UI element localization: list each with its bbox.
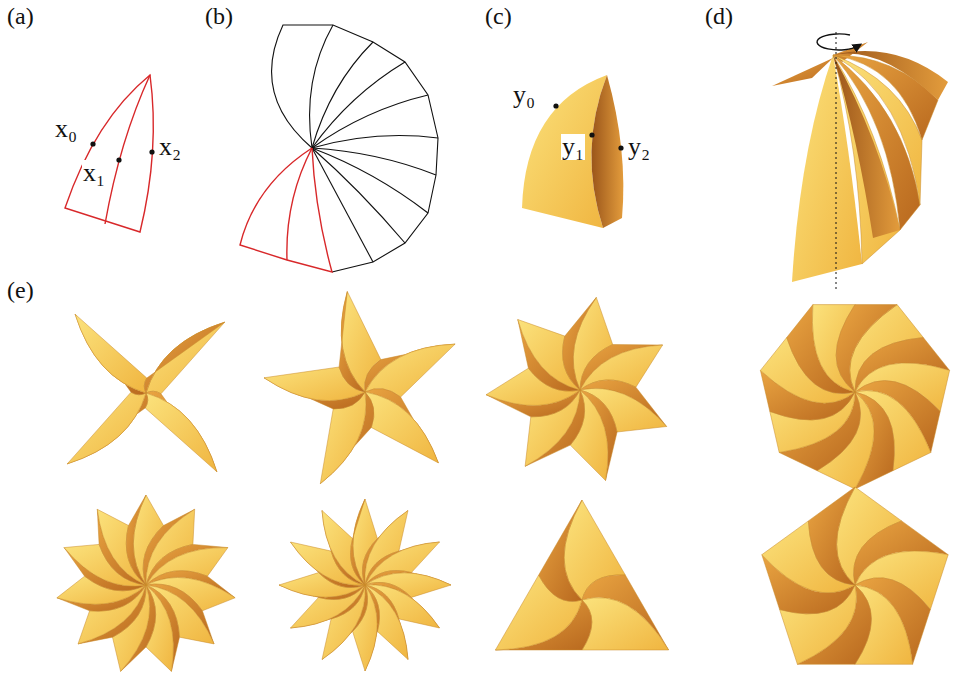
fan-curve: [312, 42, 373, 148]
folded-face: [582, 598, 669, 650]
fan-outline: [272, 25, 438, 272]
folded-face: [146, 391, 217, 472]
point-dot: [618, 145, 623, 150]
folded-face: [365, 392, 438, 463]
panel-label: (c): [484, 4, 513, 28]
fan-curve: [312, 148, 436, 175]
fan-pattern: [272, 25, 438, 272]
point-label: y₂: [627, 134, 651, 160]
fan-curve: [312, 148, 405, 243]
point-label: x₁: [82, 160, 106, 186]
point-label: x₂: [158, 134, 182, 160]
crease-pattern: [65, 75, 153, 232]
folded-face: [539, 500, 582, 601]
rotated-assembly: [772, 32, 948, 292]
crease-outline: [65, 75, 153, 232]
point-dot: [116, 157, 121, 162]
crease-pattern: [240, 148, 332, 272]
folded-gallery: [57, 292, 950, 672]
panel-label: (b): [204, 4, 234, 28]
folded-face: [67, 393, 148, 464]
point-dot: [553, 103, 558, 108]
folded-face: [836, 305, 897, 392]
folded-face: [833, 51, 948, 100]
folded-face: [339, 292, 365, 393]
folded-face: [808, 487, 855, 585]
panel-label: (a): [6, 4, 35, 28]
rotation-arrow: [817, 34, 858, 50]
folded-piece: [522, 75, 624, 228]
fan-curve: [312, 136, 438, 148]
folded-face: [75, 314, 146, 395]
point-label: y₀: [512, 82, 536, 108]
crease-curve: [287, 148, 312, 260]
panel-label: (d): [704, 4, 734, 28]
fan-curve: [312, 148, 373, 262]
fan-curve: [310, 25, 333, 148]
point-dot: [589, 132, 594, 137]
folded-face: [563, 297, 597, 390]
point-label: y₁: [561, 134, 585, 160]
crease-outline: [240, 148, 332, 272]
panel-label: (e): [6, 278, 35, 302]
folded-face: [365, 389, 438, 463]
point-dot: [90, 141, 95, 146]
folded-face: [591, 75, 623, 228]
folded-face: [772, 58, 833, 86]
folded-face: [351, 499, 365, 585]
crease-curve: [105, 75, 150, 224]
folded-face: [126, 495, 146, 585]
folded-face: [67, 392, 146, 464]
point-label: x₀: [54, 116, 78, 142]
folded-face: [75, 314, 147, 393]
folded-face: [582, 575, 669, 650]
point-dot: [149, 149, 154, 154]
folded-face: [144, 322, 225, 393]
folded-face: [145, 393, 217, 472]
fan-curve: [312, 95, 428, 148]
folded-face: [146, 322, 225, 394]
rotation-axis: [836, 32, 837, 292]
